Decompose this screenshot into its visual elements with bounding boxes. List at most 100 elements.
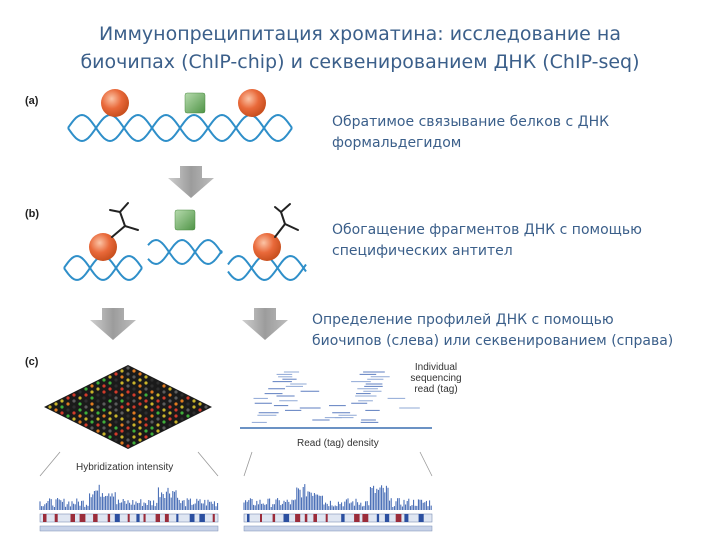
microarray-spot	[180, 399, 184, 403]
microarray-spot	[102, 414, 106, 418]
microarray-spot	[126, 372, 130, 376]
microarray-spot	[120, 375, 124, 379]
panel-label-b: (b)	[25, 208, 40, 220]
microarray-spot	[66, 414, 70, 418]
chromosome-band	[325, 514, 328, 522]
chromosome-band	[93, 514, 98, 522]
title-line-2: биочипах (ChIP-chip) и секвенированием Д…	[80, 51, 640, 73]
microarray-background	[44, 365, 212, 449]
note-profiling-line-1: Определение профилей ДНК с помощью	[312, 312, 614, 328]
microarray-spot	[138, 408, 142, 412]
microarray-spot	[180, 417, 184, 421]
slide-title: Иммунопреципитация хроматина: исследован…	[0, 20, 720, 76]
microarray-spot	[156, 399, 160, 403]
microarray-spot	[66, 396, 70, 400]
label-read-density: Read (tag) density	[297, 438, 379, 449]
microarray-spot	[84, 387, 88, 391]
microarray-spot	[102, 396, 106, 400]
microarray-spot	[60, 399, 64, 403]
microarray-spot	[138, 438, 142, 442]
microarray-spot	[114, 432, 118, 436]
microarray-spot	[78, 420, 82, 424]
microarray-spot	[72, 399, 76, 403]
title-line-1: Иммунопреципитация хроматина: исследован…	[99, 23, 621, 45]
microarray-spot	[108, 411, 112, 415]
microarray-spot	[120, 381, 124, 385]
microarray-spot	[90, 390, 94, 394]
microarray-spot	[108, 381, 112, 385]
chromosome-band	[54, 514, 58, 522]
microarray-spot	[162, 426, 166, 430]
microarray-spot	[66, 402, 70, 406]
microarray-spot	[126, 390, 130, 394]
microarray-spot	[120, 387, 124, 391]
microarray-spot	[162, 396, 166, 400]
microarray-spot	[132, 435, 136, 439]
arrow-down-icon-1	[168, 166, 214, 198]
microarray-spot	[138, 378, 142, 382]
microarray-spot	[96, 423, 100, 427]
microarray-spot	[156, 429, 160, 433]
dna-strand-b1b	[63, 255, 143, 281]
microarray-spot	[198, 408, 202, 412]
microarray-spot	[156, 393, 160, 397]
panel-label-c: (c)	[25, 356, 39, 368]
note-profiling: Определение профилей ДНК с помощью биочи…	[312, 310, 673, 352]
microarray-spot	[132, 387, 136, 391]
microarray-spot	[126, 384, 130, 388]
microarray-spot	[138, 390, 142, 394]
microarray-spot	[150, 390, 154, 394]
microarray-spot	[114, 408, 118, 412]
microarray-spot	[102, 402, 106, 406]
chromosome-band	[283, 514, 290, 522]
microarray-spot	[108, 423, 112, 427]
microarray-spot	[72, 417, 76, 421]
microarray-spot	[114, 372, 118, 376]
microarray-spot	[54, 408, 58, 412]
microarray-spot	[168, 399, 172, 403]
microarray-spot	[162, 408, 166, 412]
label-individual-read: Individual sequencing read (tag)	[405, 362, 467, 395]
microarray-spot	[120, 399, 124, 403]
microarray-spot	[120, 411, 124, 415]
microarray-spot	[66, 408, 70, 412]
microarray-spot	[156, 411, 160, 415]
microarray-spot	[186, 396, 190, 400]
dna-fragment-b-mid	[147, 238, 223, 266]
microarray-spot	[132, 375, 136, 379]
chromosome-band	[189, 514, 195, 522]
microarray-spot	[138, 384, 142, 388]
microarray-spot	[150, 408, 154, 412]
microarray-spot	[192, 399, 196, 403]
note-enrichment: Обогащение фрагментов ДНК с помощью спец…	[332, 220, 642, 262]
microarray-spot	[72, 411, 76, 415]
chromosome-band	[313, 514, 317, 522]
chromosome-band	[304, 514, 308, 522]
microarray-spot	[144, 387, 148, 391]
chromosome-band	[114, 514, 120, 522]
microarray-spot	[102, 426, 106, 430]
chromosome-band	[79, 514, 86, 522]
microarray-spot	[144, 405, 148, 409]
protein-cube-b	[174, 209, 196, 231]
microarray-spot	[168, 417, 172, 421]
chromosome-band	[404, 514, 409, 522]
microarray-spot	[114, 378, 118, 382]
microarray-spot	[108, 393, 112, 397]
genome-track-right	[243, 484, 433, 532]
microarray-spot	[126, 366, 130, 370]
microarray-spot	[138, 402, 142, 406]
microarray-spot	[114, 438, 118, 442]
microarray-spot	[126, 396, 130, 400]
microarray-spot	[150, 378, 154, 382]
microarray-spot	[96, 405, 100, 409]
microarray-spot	[156, 417, 160, 421]
microarray-spot	[150, 402, 154, 406]
protein-sphere-b2	[253, 233, 281, 261]
chromosome-band	[247, 514, 250, 522]
microarray-spot	[108, 375, 112, 379]
microarray-spot	[162, 420, 166, 424]
microarray-spot	[102, 378, 106, 382]
microarray-spot	[150, 432, 154, 436]
